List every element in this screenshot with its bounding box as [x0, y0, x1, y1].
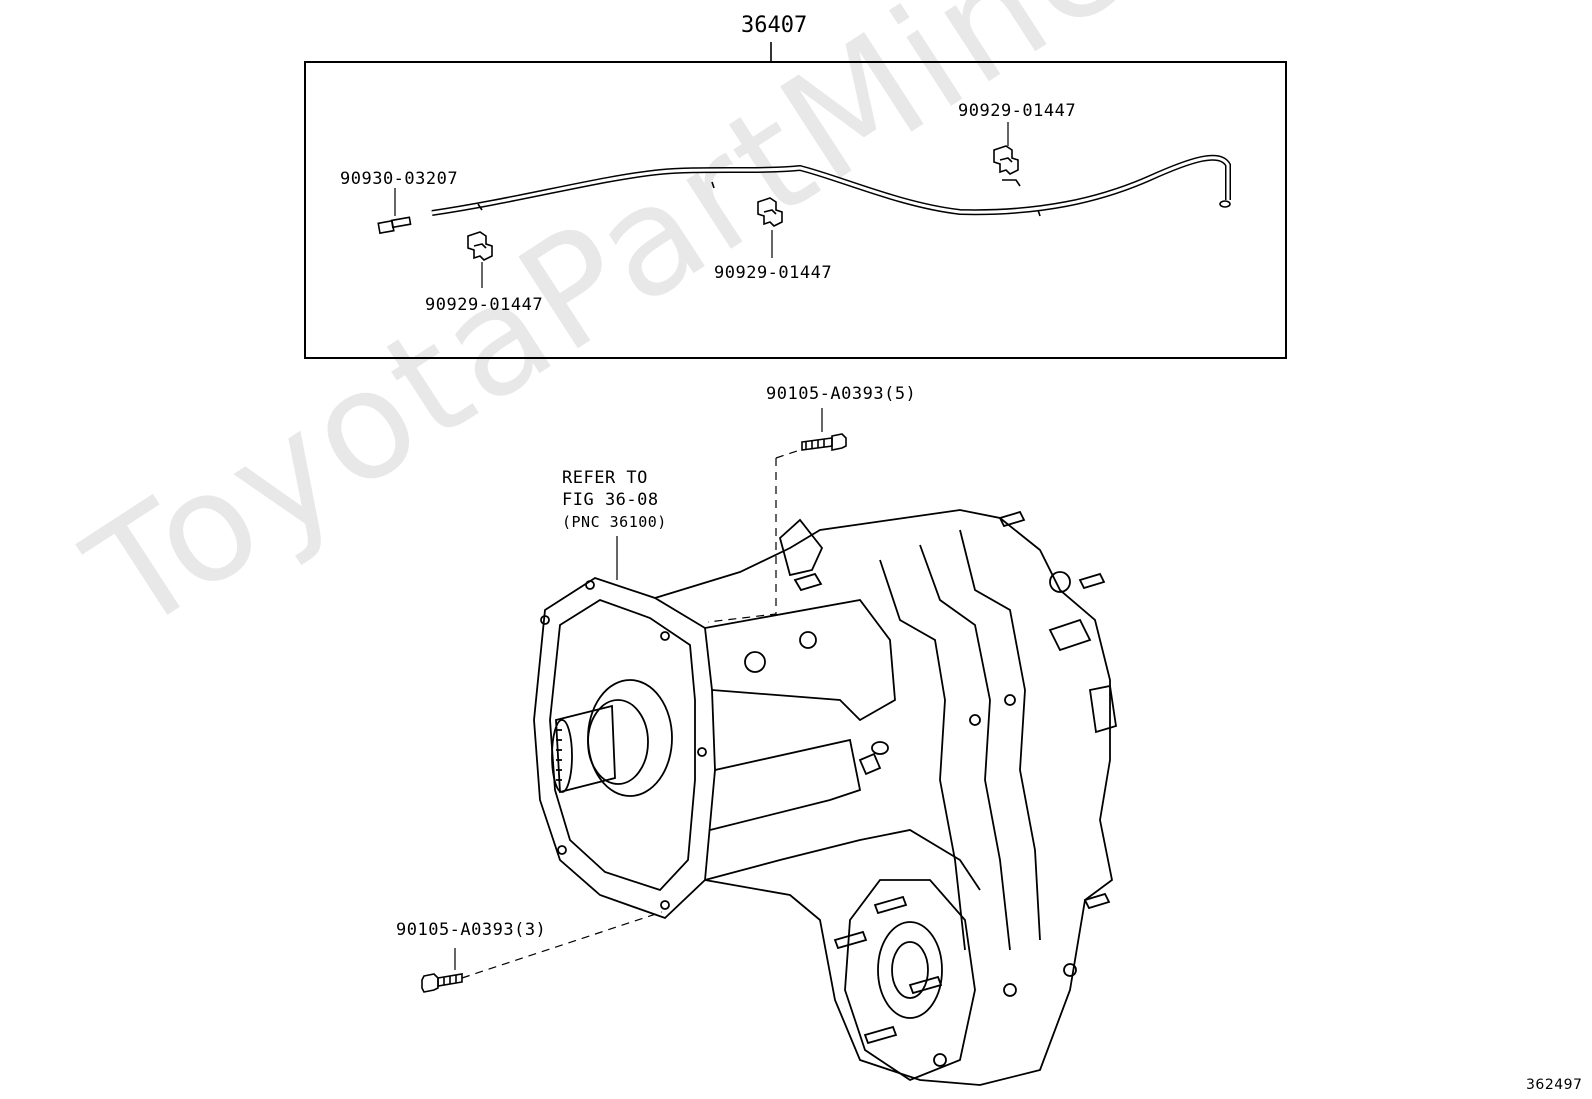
plug-90930-03207 — [377, 188, 412, 235]
bolt-bottom-icon — [421, 911, 663, 993]
bolt-top-icon — [707, 408, 847, 623]
bolt-bottom-part-number: 90105-A0393(3) — [396, 920, 547, 940]
reference-note-line1: REFER TO — [562, 468, 648, 488]
clamp-middle-part-number: 90929-01447 — [714, 263, 833, 283]
reference-note-line2: FIG 36-08 — [562, 490, 659, 510]
clamp-right-icon — [993, 122, 1021, 187]
plug-part-number: 90930-03207 — [340, 169, 459, 189]
breather-hose-group-box — [304, 61, 1287, 359]
clamp-left-icon — [467, 231, 493, 288]
transfer-case-assembly — [533, 509, 1118, 1086]
bolt-top-part-number: 90105-A0393(5) — [766, 384, 917, 404]
clamp-middle-icon — [757, 197, 783, 258]
clamp-right-part-number: 90929-01447 — [958, 101, 1077, 121]
breather-hose — [431, 154, 1231, 217]
figure-id-label: 362497 — [1526, 1077, 1583, 1093]
clamp-left-part-number: 90929-01447 — [425, 295, 544, 315]
reference-note-line3: (PNC 36100) — [562, 513, 667, 531]
assembly-number-label: 36407 — [741, 13, 808, 38]
